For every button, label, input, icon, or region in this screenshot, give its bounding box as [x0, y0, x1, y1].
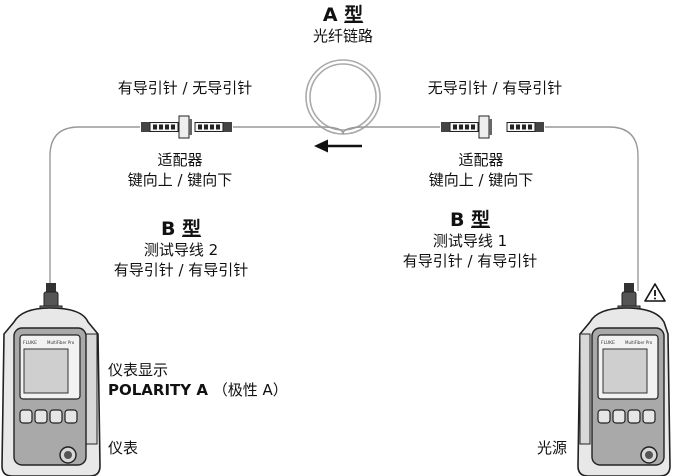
type-a-desc: 光纤链路 [312, 27, 373, 45]
right-cord-desc: 有导引针 / 有导引针 [402, 252, 538, 270]
left-adapter-label: 适配器 键向上 / 键向下 [80, 150, 280, 190]
type-a-label: A 型 光纤链路 [243, 4, 443, 46]
right-adapter-desc: 键向上 / 键向下 [428, 171, 534, 189]
meter-display-label: 仪表显示 POLARITY A （极性 A） [108, 360, 288, 400]
right-adapter-label: 适配器 键向上 / 键向下 [381, 150, 581, 190]
left-adapter [140, 115, 233, 139]
link-fiber-right [342, 126, 440, 135]
warning-icon [644, 283, 666, 302]
meter-device: FLUKE MultiFiber Pro [1, 283, 101, 476]
right-adapter [440, 115, 545, 139]
right-link-connector [440, 121, 479, 133]
left-adapter-desc: 键向上 / 键向下 [127, 171, 233, 189]
left-connector-label: 有导引针 / 无导引针 [117, 79, 253, 97]
source-label: 光源 [537, 439, 568, 457]
left-cord-word: 型 [182, 218, 202, 240]
fiber-coil [305, 59, 381, 135]
right-cord-connector [506, 121, 545, 133]
right-connector-label: 无导引针 / 有导引针 [427, 79, 563, 97]
left-test-cord-fiber [49, 126, 140, 291]
source-model-text: MultiFiber Pro [625, 340, 653, 345]
type-a-letter: A [322, 4, 338, 26]
arrow-left-icon [314, 139, 362, 153]
right-cord-letter: B [449, 209, 465, 231]
meter-label: 仪表 [108, 439, 139, 457]
left-cord-connector [140, 121, 179, 133]
type-a-word: 型 [344, 4, 364, 26]
right-cord-label: B 型 测试导线 1 有导引针 / 有导引针 [370, 209, 570, 271]
left-link-connector [194, 121, 233, 133]
meter-display-polarity-note: （极性 A） [212, 381, 288, 399]
left-adapter-title: 适配器 [157, 151, 203, 169]
left-cord-desc: 有导引针 / 有导引针 [113, 261, 249, 279]
right-cord-name: 测试导线 1 [432, 232, 508, 250]
right-adapter-title: 适配器 [458, 151, 504, 169]
right-cord-word: 型 [471, 209, 491, 231]
meter-display-line1: 仪表显示 [108, 361, 169, 379]
meter-display-polarity: POLARITY A [108, 381, 208, 399]
left-cord-label: B 型 测试导线 2 有导引针 / 有导引针 [81, 218, 281, 280]
left-cord-letter: B [160, 218, 176, 240]
fiber-coil-inner [309, 63, 377, 131]
right-test-cord-fiber [545, 126, 639, 291]
meter-model-text: MultiFiber Pro [47, 340, 75, 345]
meter-brand-text: FLUKE [23, 340, 37, 346]
left-cord-name: 测试导线 2 [143, 241, 219, 259]
source-device: FLUKE MultiFiber Pro [577, 283, 671, 476]
source-brand-text: FLUKE [601, 340, 615, 346]
